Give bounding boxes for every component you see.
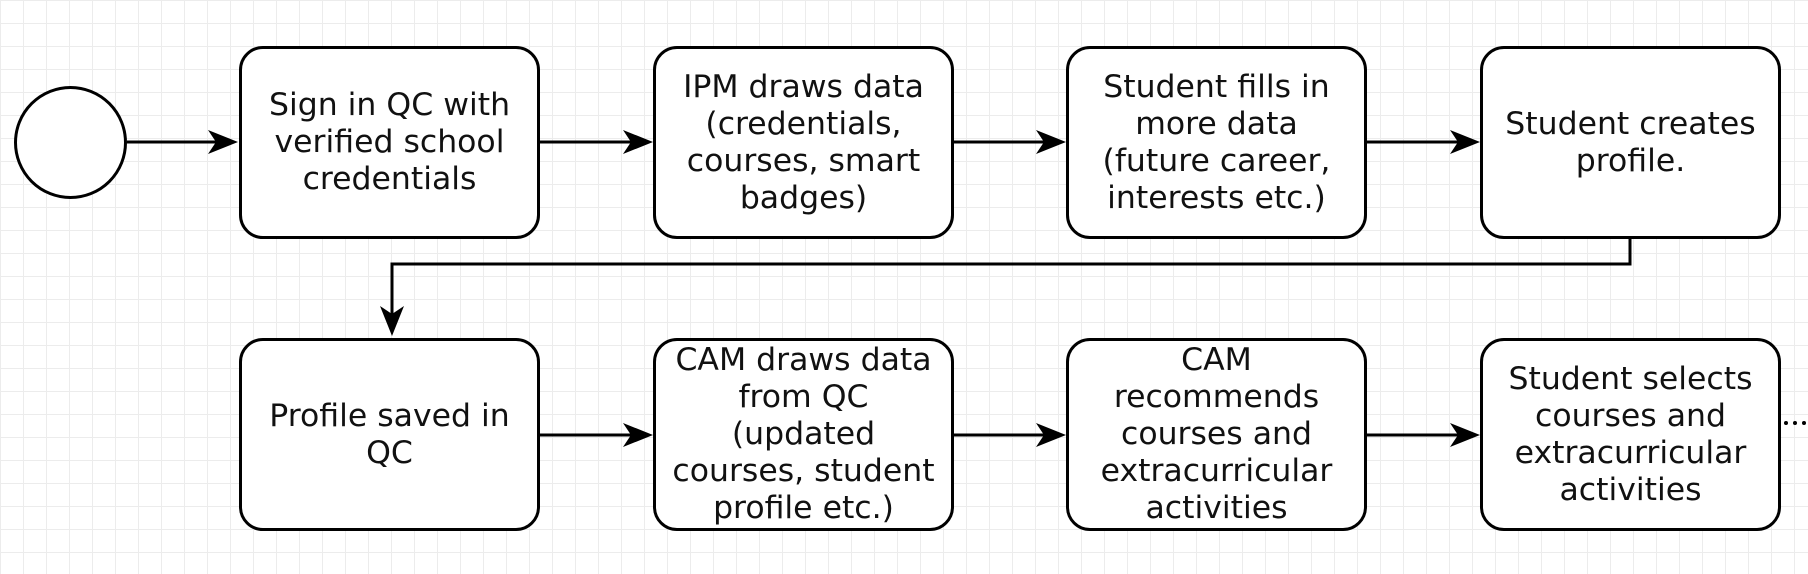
continuation-ellipsis <box>1784 418 1806 428</box>
arrowhead-to-student-selects <box>1450 423 1480 447</box>
node-student-creates-profile: Student creates profile. <box>1480 46 1781 239</box>
arrowhead-to-cam-draws-data <box>623 423 653 447</box>
node-sign-in: Sign in QC with verified school credenti… <box>239 46 540 239</box>
node-profile-saved: Profile saved in QC <box>239 338 540 531</box>
node-label: CAM recommends courses and extracurricul… <box>1100 342 1333 526</box>
node-label: Profile saved in QC <box>269 397 510 471</box>
node-cam-draws-data: CAM draws data from QC (updated courses,… <box>653 338 954 531</box>
node-label: CAM draws data from QC (updated courses,… <box>672 342 935 526</box>
edge-student-creates-profile-to-profile-saved <box>390 238 1632 320</box>
node-cam-recommends: CAM recommends courses and extracurricul… <box>1066 338 1367 531</box>
node-label: Student creates profile. <box>1505 105 1756 179</box>
arrowhead-to-student-fills-data <box>1036 130 1066 154</box>
arrowhead-to-sign-in <box>208 130 238 154</box>
node-student-fills-data: Student fills in more data (future caree… <box>1066 46 1367 239</box>
node-student-selects: Student selects courses and extracurricu… <box>1480 338 1781 531</box>
node-label: Student selects courses and extracurricu… <box>1508 360 1753 508</box>
arrowhead-to-profile-saved <box>380 306 404 336</box>
node-label: Sign in QC with verified school credenti… <box>268 87 511 197</box>
node-label: IPM draws data (credentials, courses, sm… <box>683 68 924 216</box>
start-event <box>14 86 127 199</box>
arrowhead-to-student-creates-profile <box>1450 130 1480 154</box>
node-ipm-draws-data: IPM draws data (credentials, courses, sm… <box>653 46 954 239</box>
arrowhead-to-ipm-draws-data <box>623 130 653 154</box>
arrowhead-to-cam-recommends <box>1036 423 1066 447</box>
node-label: Student fills in more data (future caree… <box>1102 68 1331 216</box>
